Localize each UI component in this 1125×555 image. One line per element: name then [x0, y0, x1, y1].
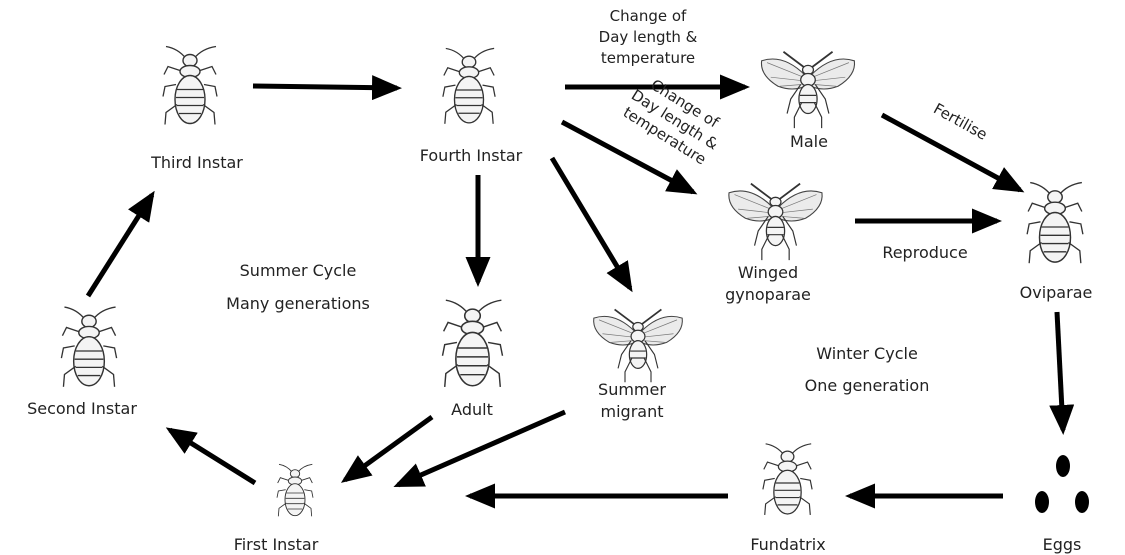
winged-gynoparae-winged-aphid-icon: [729, 184, 822, 261]
fundatrix-label: Fundatrix: [750, 535, 825, 554]
winged-gynoparae-label-line1: Winged: [738, 263, 798, 282]
oviparae-wingless-aphid-icon: [1027, 183, 1083, 264]
summer-migrant-winged-aphid-icon: [594, 309, 683, 382]
reproduce-label: Reproduce: [882, 243, 967, 262]
egg-icon: [1035, 491, 1049, 513]
adult-wingless-aphid-icon: [443, 300, 503, 387]
male-winged-aphid-icon: [761, 52, 854, 128]
fundatrix-wingless-aphid-icon: [763, 444, 812, 515]
stage-labels: Third Instar Fourth Instar Male Winged g…: [27, 132, 1092, 554]
change-top-label-line2: Day length &: [599, 28, 698, 46]
eggs-cluster: [1035, 455, 1089, 513]
adult-label: Adult: [451, 400, 493, 419]
insects: [61, 47, 1083, 517]
summer-cycle-title: Summer Cycle: [240, 261, 357, 280]
change-top-label-line1: Change of: [610, 7, 687, 25]
fertilise-label: Fertilise: [930, 100, 990, 144]
third-instar-wingless-aphid-icon: [163, 47, 217, 125]
winged-gynoparae-label-line2: gynoparae: [725, 285, 811, 304]
arrow-fourth-to-summer-migrant: [552, 158, 630, 288]
second-instar-wingless-aphid-icon: [61, 307, 116, 387]
male-label: Male: [790, 132, 828, 151]
egg-icon: [1056, 455, 1070, 477]
summer-cycle-subtitle: Many generations: [226, 294, 370, 313]
summer-migrant-label-line2: migrant: [601, 402, 664, 421]
cycle-annotations: Summer Cycle Many generations Winter Cyc…: [226, 261, 929, 395]
summer-migrant-label-line1: Summer: [598, 380, 666, 399]
eggs-label: Eggs: [1043, 535, 1082, 554]
oviparae-label: Oviparae: [1020, 283, 1093, 302]
second-instar-label: Second Instar: [27, 399, 137, 418]
egg-icon: [1075, 491, 1089, 513]
first-instar-label: First Instar: [234, 535, 319, 554]
arrow-first-to-second: [170, 430, 255, 483]
arrows: [88, 86, 1063, 496]
winter-cycle-subtitle: One generation: [805, 376, 930, 395]
arrow-adult-to-first: [345, 417, 432, 480]
arrow-third-to-fourth: [253, 86, 397, 88]
fourth-instar-wingless-aphid-icon: [443, 48, 495, 123]
change-top-label-line3: temperature: [601, 49, 695, 67]
winter-cycle-title: Winter Cycle: [816, 344, 918, 363]
arrow-second-to-third: [88, 195, 152, 296]
fourth-instar-label: Fourth Instar: [420, 146, 523, 165]
third-instar-label: Third Instar: [150, 153, 243, 172]
arrow-oviparae-to-eggs: [1057, 312, 1063, 430]
first-instar-wingless-aphid-icon: [277, 464, 313, 516]
